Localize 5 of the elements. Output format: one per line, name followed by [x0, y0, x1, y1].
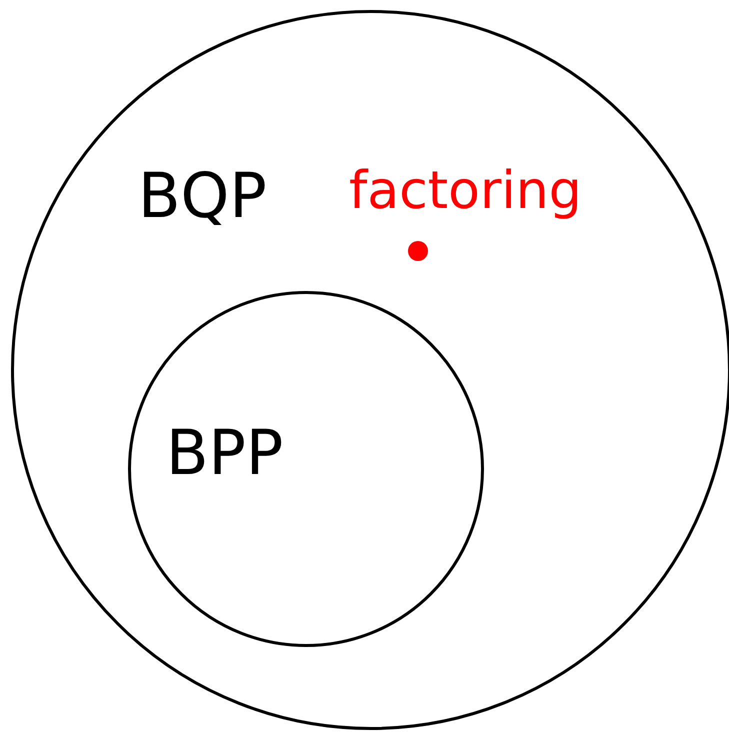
set-circle — [11, 10, 729, 730]
set-label: BQP — [138, 165, 267, 227]
set-label: BPP — [166, 422, 284, 484]
point-label: factoring — [349, 165, 582, 217]
set-circle — [128, 291, 484, 647]
